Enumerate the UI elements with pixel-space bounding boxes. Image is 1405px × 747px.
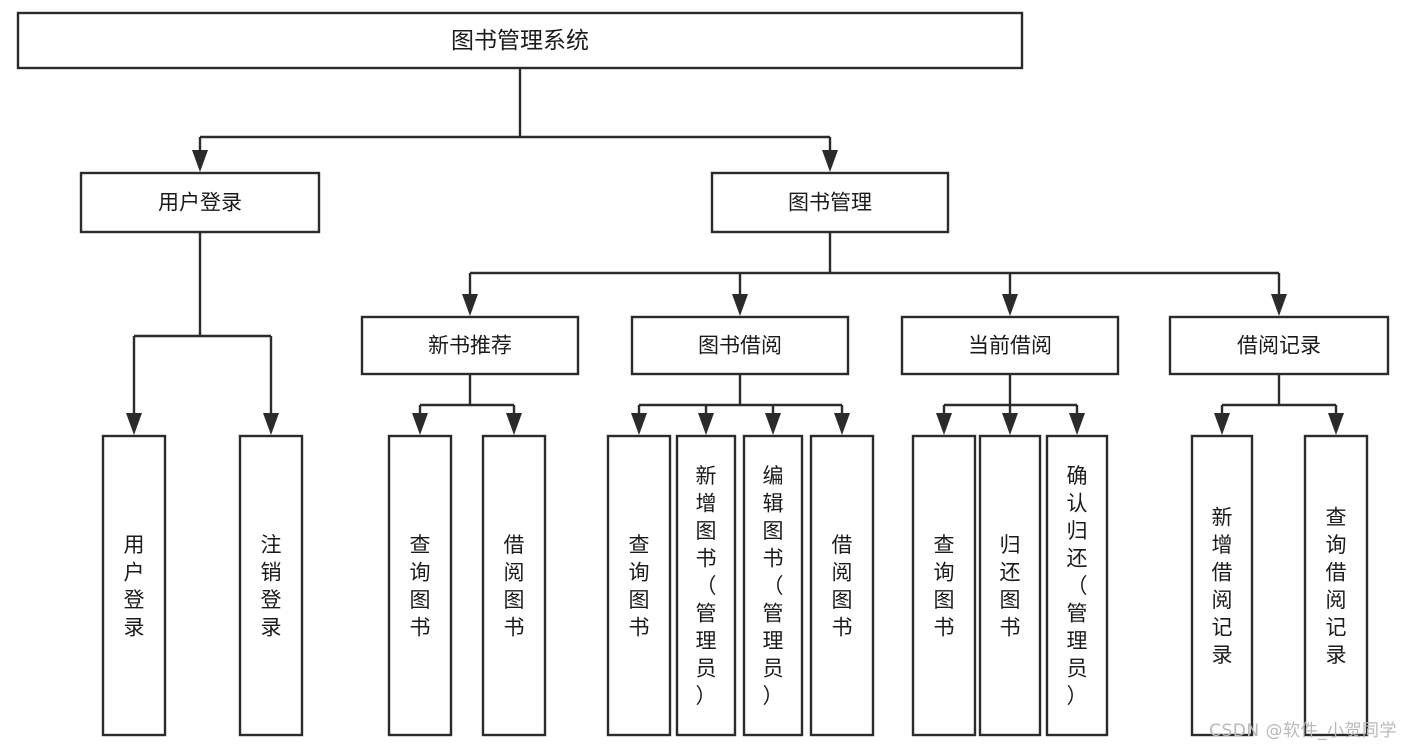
node-box xyxy=(809,434,875,737)
arrow-head-icon xyxy=(1214,413,1230,435)
node-box xyxy=(978,434,1042,737)
arrow-head-icon xyxy=(822,150,838,172)
arrow-head-icon xyxy=(126,413,142,435)
node-box xyxy=(911,434,977,737)
node-box xyxy=(101,434,167,737)
node-label: 查询借阅记录 xyxy=(1326,505,1347,667)
node-leaf_3[interactable]: 借阅图书 xyxy=(481,434,547,737)
arrow-head-icon xyxy=(834,413,850,435)
arrow-head-icon xyxy=(936,413,952,435)
node-label: 图书管理 xyxy=(788,191,872,215)
node-leaf_4[interactable]: 查询图书 xyxy=(606,434,672,737)
node-box xyxy=(1303,434,1369,737)
node-label: 用户登录 xyxy=(158,191,242,215)
node-label: 查询图书 xyxy=(629,533,650,640)
arrow-head-icon xyxy=(506,413,522,435)
node-label: 查询图书 xyxy=(410,533,431,640)
arrow-head-icon xyxy=(1002,413,1018,435)
node-box xyxy=(79,171,321,234)
node-leaf_9[interactable]: 归还图书 xyxy=(978,434,1042,737)
node-box xyxy=(1190,434,1254,737)
arrow-head-icon xyxy=(1002,294,1018,316)
node-label: 当前借阅 xyxy=(968,334,1052,358)
node-leaf_12[interactable]: 查询借阅记录 xyxy=(1303,434,1369,737)
arrow-head-icon xyxy=(192,150,208,172)
node-label: 注销登录 xyxy=(261,533,282,640)
arrow-head-icon xyxy=(631,413,647,435)
node-l2_0[interactable]: 新书推荐 xyxy=(360,315,580,376)
arrow-head-icon xyxy=(698,413,714,435)
node-l2_1[interactable]: 图书借阅 xyxy=(630,315,850,376)
node-box xyxy=(606,434,672,737)
node-box xyxy=(900,315,1120,376)
node-root[interactable]: 图书管理系统 xyxy=(16,11,1024,70)
node-l2_2[interactable]: 当前借阅 xyxy=(900,315,1120,376)
node-leaf_1[interactable]: 注销登录 xyxy=(238,434,304,737)
arrow-head-icon xyxy=(732,294,748,316)
node-label: 借阅记录 xyxy=(1237,334,1321,358)
node-box xyxy=(675,434,737,737)
node-label: 借阅图书 xyxy=(504,533,525,640)
node-box xyxy=(360,315,580,376)
node-l1_0[interactable]: 用户登录 xyxy=(79,171,321,234)
node-leaf_0[interactable]: 用户登录 xyxy=(101,434,167,737)
node-label: 用户登录 xyxy=(124,533,145,640)
node-leaf_11[interactable]: 新增借阅记录 xyxy=(1190,434,1254,737)
arrow-head-icon xyxy=(1271,294,1287,316)
node-label: 新增图书（管理员） xyxy=(696,464,717,708)
node-l1_1[interactable]: 图书管理 xyxy=(710,171,950,234)
arrow-head-icon xyxy=(263,413,279,435)
arrow-head-icon xyxy=(462,294,478,316)
node-label: 借阅图书 xyxy=(832,533,853,640)
node-label: 新增借阅记录 xyxy=(1212,505,1233,667)
node-box xyxy=(387,434,453,737)
node-label: 编辑图书（管理员） xyxy=(763,464,784,708)
node-box xyxy=(742,434,804,737)
node-label: 查询图书 xyxy=(934,533,955,640)
node-box xyxy=(1168,315,1390,376)
node-leaf_10[interactable]: 确认归还（管理员） xyxy=(1045,434,1109,737)
node-box xyxy=(710,171,950,234)
node-leaf_5[interactable]: 新增图书（管理员） xyxy=(675,434,737,737)
node-label: 确认归还（管理员） xyxy=(1067,464,1088,708)
node-leaf_6[interactable]: 编辑图书（管理员） xyxy=(742,434,804,737)
node-box xyxy=(1045,434,1109,737)
node-label: 新书推荐 xyxy=(428,334,512,358)
node-l2_3[interactable]: 借阅记录 xyxy=(1168,315,1390,376)
arrow-head-icon xyxy=(1328,413,1344,435)
edges-layer xyxy=(126,68,1344,435)
arrow-head-icon xyxy=(765,413,781,435)
node-box xyxy=(630,315,850,376)
node-box xyxy=(16,11,1024,70)
node-label: 图书借阅 xyxy=(698,334,782,358)
node-label: 图书管理系统 xyxy=(451,28,589,54)
nodes-layer: 图书管理系统用户登录图书管理新书推荐图书借阅当前借阅借阅记录用户登录注销登录查询… xyxy=(16,11,1390,737)
node-label: 归还图书 xyxy=(1000,533,1021,640)
node-leaf_2[interactable]: 查询图书 xyxy=(387,434,453,737)
node-leaf_7[interactable]: 借阅图书 xyxy=(809,434,875,737)
node-box xyxy=(481,434,547,737)
node-leaf_8[interactable]: 查询图书 xyxy=(911,434,977,737)
arrow-head-icon xyxy=(1069,413,1085,435)
arrow-head-icon xyxy=(412,413,428,435)
node-box xyxy=(238,434,304,737)
